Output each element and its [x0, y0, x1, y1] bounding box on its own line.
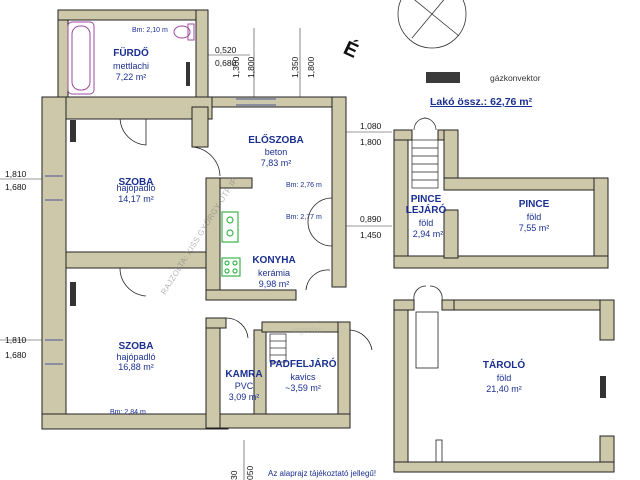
room-name-kamra: KAMRA [225, 369, 263, 380]
dim-r1450: 1,450 [360, 230, 382, 240]
dim-l1810a: 1,810 [5, 169, 27, 179]
dim-l1680b: 1,680 [5, 350, 27, 360]
stair-steps [269, 333, 287, 363]
total-living-area: Lakó össz.: 62,76 m² [430, 96, 533, 108]
disclaimer-note: Az alaprajz tájékoztató jellegű! [268, 469, 377, 478]
room-material-eloszoba: beton [264, 147, 288, 157]
dim-0680: 0,680 [215, 58, 237, 68]
room-area-szoba-2: 16,88 m² [118, 362, 154, 372]
cellar-walls [393, 129, 609, 269]
storage-walls [393, 299, 615, 473]
dim-l1680a: 1,680 [5, 182, 27, 192]
dim-v1350: 1,350 [290, 56, 300, 78]
room-material-pince-lejaro: föld [418, 218, 434, 228]
room-name-padfeljaro: PADFELJÁRÓ [269, 359, 337, 370]
dim-l1810b: 1,810 [5, 335, 27, 345]
dim-v1800b: 1,800 [306, 56, 316, 78]
room-material-szoba-2: hajópadló [116, 352, 156, 362]
room-material-tarolo: föld [496, 373, 512, 383]
dimension-lines [0, 28, 392, 480]
room-area-konyha: 9,98 m² [258, 279, 290, 289]
dim-b30: 30 [229, 470, 239, 480]
room-area-pince-lejaro: 2,94 m² [412, 229, 444, 239]
room-name-furdo: FÜRDŐ [113, 48, 149, 59]
height-konyha: Bm: 2,77 m [286, 214, 322, 221]
dim-v1300: 1,300 [231, 56, 241, 78]
gas-convector-legend-swatch [426, 72, 460, 83]
height-eloszoba: Bm: 2,76 m [286, 182, 322, 189]
room-name-pince-lejaro-2: LEJÁRÓ [405, 205, 447, 216]
room-material-szoba-1: hajópadló [116, 183, 156, 193]
dim-r0890: 0,890 [360, 214, 382, 224]
room-name-eloszoba: ELŐSZOBA [248, 135, 304, 146]
room-name-szoba-2: SZOBA [118, 341, 154, 352]
gas-convector-label: gázkonvektor [490, 73, 541, 83]
room-material-furdo: mettlachi [112, 61, 150, 71]
dim-b050: 050 [245, 465, 255, 480]
room-area-furdo: 7,22 m² [115, 72, 147, 82]
storage-marks [600, 376, 606, 398]
room-area-tarolo: 21,40 m² [486, 384, 522, 394]
height-szoba-2: Bm: 2,84 m [110, 409, 146, 416]
room-name-szoba-1: SZOBA [118, 177, 154, 188]
bathroom-fixtures [67, 21, 195, 95]
compass [397, 0, 467, 49]
dim-r1800: 1,800 [360, 137, 382, 147]
room-area-eloszoba: 7,83 m² [260, 158, 292, 168]
dim-0520: 0,520 [215, 45, 237, 55]
height-furdo: Bm: 2,10 m [132, 27, 168, 34]
room-name-tarolo: TÁROLÓ [482, 360, 526, 371]
kitchen-appliances [221, 211, 241, 277]
room-name-pince: PINCE [518, 199, 550, 210]
room-area-szoba-1: 14,17 m² [118, 194, 154, 204]
door-swings [119, 118, 373, 351]
room-name-pince-lejaro-1: PINCE [410, 194, 442, 205]
house-walls [41, 9, 351, 430]
room-area-padfeljaro: ~3,59 m² [285, 383, 321, 393]
windows [45, 98, 276, 365]
cellar-stairs [411, 117, 439, 189]
room-material-pince: föld [526, 212, 542, 222]
chimneys [70, 62, 190, 306]
site-watermark: ingatlan [292, 325, 324, 335]
storage-doors [413, 285, 443, 463]
room-name-konyha: KONYHA [252, 255, 296, 266]
room-material-konyha: kerámia [257, 268, 291, 278]
room-area-pince: 7,55 m² [518, 223, 550, 233]
room-material-kamra: PVC [234, 381, 254, 391]
dim-r1080: 1,080 [360, 121, 382, 131]
room-area-kamra: 3,09 m² [228, 392, 260, 402]
room-material-padfeljaro: kavics [290, 372, 316, 382]
dim-v1800a: 1,800 [246, 56, 256, 78]
